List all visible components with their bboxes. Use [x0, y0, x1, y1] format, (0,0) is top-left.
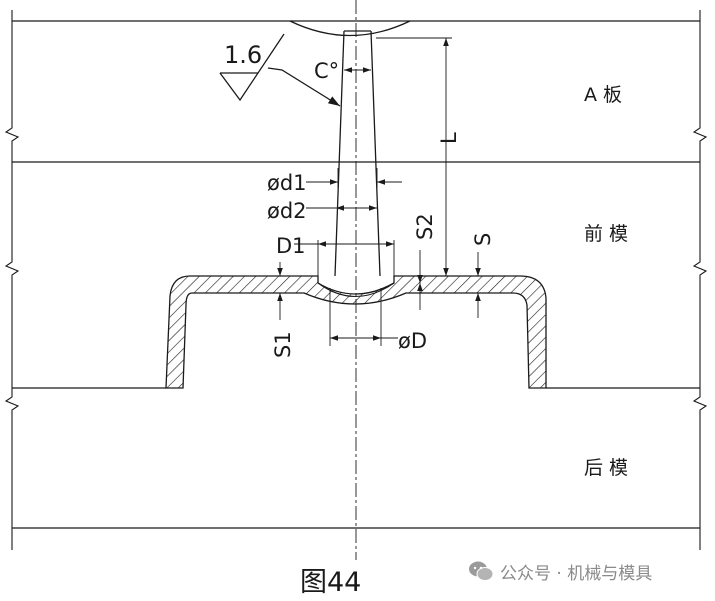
figure-caption: 图44: [300, 567, 361, 598]
bushing-head-arc: [289, 20, 411, 37]
break-lines: [4, 10, 708, 550]
angle-label: C°: [314, 59, 339, 83]
length-label: L: [437, 132, 461, 144]
s2-label: S2: [413, 213, 437, 240]
rear-mold-label: 后 模: [584, 457, 628, 479]
d2-label: ød2: [267, 199, 307, 223]
watermark-text: 公众号 · 机械与模具: [500, 563, 653, 584]
front-mold-label: 前 模: [584, 223, 628, 245]
s1-label: S1: [271, 331, 295, 358]
plate-lines: [12, 20, 700, 529]
cold-slug: [317, 282, 395, 298]
watermark: 公众号 · 机械与模具: [468, 558, 652, 584]
big-d1-label: D1: [276, 234, 306, 258]
sprue-channel: [334, 30, 381, 277]
d1-label: ød1: [267, 171, 307, 195]
s-label: S: [471, 233, 495, 246]
big-d-label: øD: [398, 329, 427, 353]
roughness-label: 1.6: [224, 41, 262, 69]
roughness-symbol: [219, 33, 341, 107]
wechat-icon: [469, 561, 494, 581]
dimension-lines: [277, 37, 481, 346]
a-plate-label: A 板: [584, 84, 622, 106]
